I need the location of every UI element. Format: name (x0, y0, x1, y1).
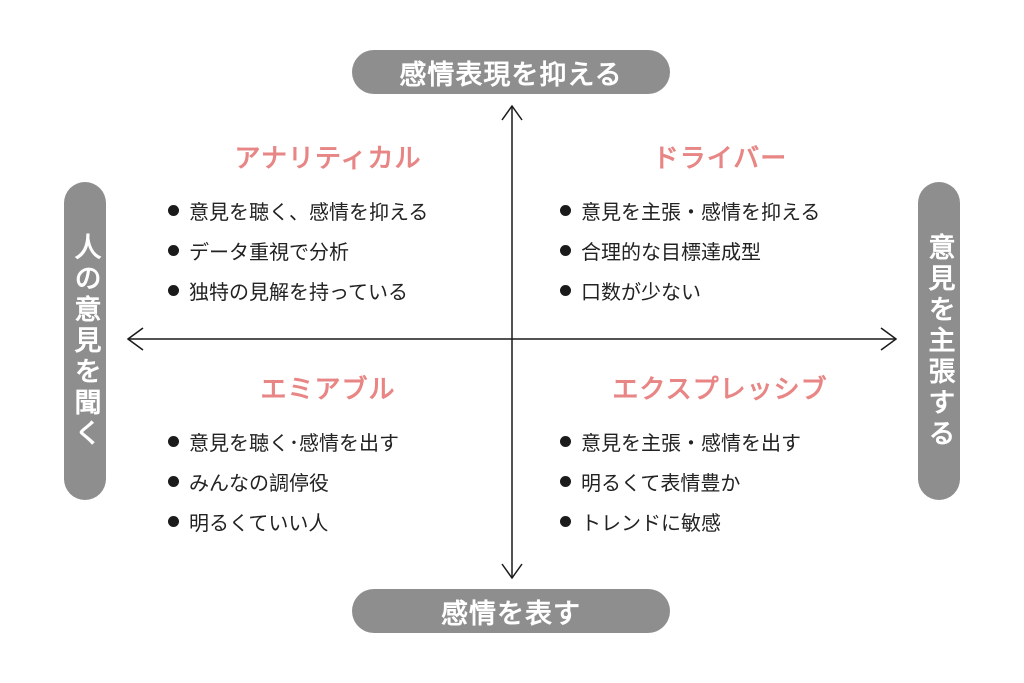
list-item: 意見を主張・感情を出す (560, 428, 880, 455)
list-item-text: トレンドに敏感 (581, 510, 721, 535)
list-item: 意見を聴く･感情を出す (168, 428, 488, 455)
list-item: 明るくていい人 (168, 508, 488, 535)
trait-list: 意見を聴く･感情を出す みんなの調停役 明るくていい人 (168, 428, 488, 535)
quadrant-title: ドライバー (652, 144, 788, 174)
list-item: 意見を主張・感情を抑える (560, 197, 880, 224)
trait-list: 意見を主張・感情を出す 明るくて表情豊か トレンドに敏感 (560, 428, 880, 535)
quadrant-title: アナリティカル (234, 144, 422, 174)
list-item: 口数が少ない (560, 277, 880, 304)
quadrant-amiable: エミアブル 意見を聴く･感情を出す みんなの調停役 明るくていい人 (168, 374, 488, 548)
list-item-text: 明るくて表情豊か (581, 470, 741, 495)
list-item: トレンドに敏感 (560, 508, 880, 535)
arrow-down-icon (501, 563, 523, 580)
list-item: 意見を聴く、感情を抑える (168, 197, 488, 224)
list-item-text: データ重視で分析 (189, 239, 349, 264)
arrow-left-icon (126, 327, 144, 351)
quadrant-title: エミアブル (260, 375, 396, 405)
axis-label-bottom: 感情を表す (352, 589, 670, 633)
bullet-icon (168, 515, 179, 527)
bullet-icon (560, 475, 571, 487)
axis-label-right: 意見を主張する (918, 182, 960, 500)
list-item: データ重視で分析 (168, 237, 488, 264)
bullet-icon (560, 204, 571, 216)
quadrant-analytical: アナリティカル 意見を聴く、感情を抑える データ重視で分析 独特の見解を持ってい… (168, 143, 488, 317)
list-item-text: 意見を主張・感情を出す (581, 430, 801, 455)
bullet-icon (168, 435, 179, 447)
bullet-icon (560, 515, 571, 527)
list-item-text: 口数が少ない (581, 279, 701, 304)
bullet-icon (168, 475, 179, 487)
bullet-icon (168, 284, 179, 296)
quadrant-expressive: エクスプレッシブ 意見を主張・感情を出す 明るくて表情豊か トレンドに敏感 (560, 374, 880, 548)
bullet-icon (560, 435, 571, 447)
list-item-text: 意見を聴く･感情を出す (189, 430, 399, 455)
list-item: みんなの調停役 (168, 468, 488, 495)
list-item-text: みんなの調停役 (189, 470, 329, 495)
trait-list: 意見を主張・感情を抑える 合理的な目標達成型 口数が少ない (560, 197, 880, 304)
quadrant-driver: ドライバー 意見を主張・感情を抑える 合理的な目標達成型 口数が少ない (560, 143, 880, 317)
list-item-text: 意見を聴く、感情を抑える (189, 199, 429, 224)
list-item-text: 合理的な目標達成型 (581, 239, 761, 264)
list-item: 独特の見解を持っている (168, 277, 488, 304)
bullet-icon (168, 244, 179, 256)
arrow-right-icon (880, 327, 898, 351)
axis-label-top: 感情表現を抑える (352, 50, 670, 94)
quadrant-title: エクスプレッシブ (612, 375, 828, 405)
list-item-text: 独特の見解を持っている (189, 279, 408, 304)
list-item-text: 明るくていい人 (189, 510, 329, 535)
axis-label-left: 人の意見を聞く (64, 182, 106, 500)
list-item: 合理的な目標達成型 (560, 237, 880, 264)
trait-list: 意見を聴く、感情を抑える データ重視で分析 独特の見解を持っている (168, 197, 488, 304)
list-item: 明るくて表情豊か (560, 468, 880, 495)
arrow-up-icon (501, 104, 523, 121)
list-item-text: 意見を主張・感情を抑える (581, 199, 821, 224)
bullet-icon (560, 244, 571, 256)
bullet-icon (560, 284, 571, 296)
bullet-icon (168, 204, 179, 216)
